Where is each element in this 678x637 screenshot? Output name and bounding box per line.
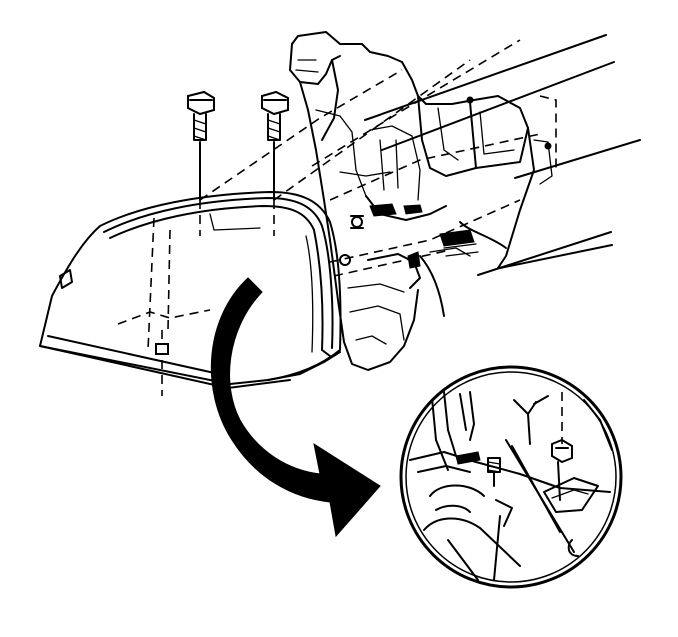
upper-mounting-bolt-right [261,90,289,201]
alignment-lines [117,39,557,396]
removal-direction-arrow [210,277,381,538]
detail-view-circle [399,365,623,589]
headlamp-assembly [39,191,342,389]
vehicle-front-end-structure [289,31,641,371]
upper-mounting-bolt-left [187,90,215,201]
